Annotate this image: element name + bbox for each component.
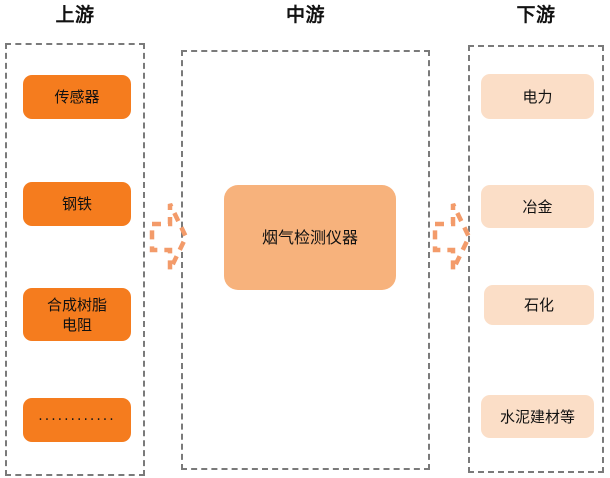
node-upstream-steel[interactable]: 钢铁	[23, 182, 131, 226]
flow-arrow-right-icon-midstream-to-downstream	[431, 198, 473, 276]
group-container-downstream	[468, 45, 604, 473]
node-downstream-metallurgy[interactable]: 冶金	[481, 185, 594, 228]
node-midstream-flue-gas-detector[interactable]: 烟气检测仪器	[224, 185, 396, 290]
node-upstream-synthetic-resin-resistor[interactable]: 合成树脂 电阻	[23, 288, 131, 341]
node-downstream-cement-building-materials[interactable]: 水泥建材等	[481, 395, 594, 438]
node-upstream-others-label: ............	[38, 408, 116, 424]
group-container-upstream	[5, 43, 145, 476]
flow-arrow-right-icon-upstream-to-midstream	[148, 198, 190, 276]
node-downstream-power[interactable]: 电力	[481, 74, 594, 119]
column-title-downstream: 下游	[516, 4, 556, 26]
node-downstream-petrochemical[interactable]: 石化	[484, 285, 594, 325]
group-container-midstream	[181, 50, 430, 470]
column-title-upstream: 上游	[55, 4, 95, 26]
column-title-midstream: 中游	[285, 4, 325, 26]
node-upstream-sensor[interactable]: 传感器	[23, 75, 131, 119]
node-upstream-others[interactable]: ............	[23, 398, 131, 442]
